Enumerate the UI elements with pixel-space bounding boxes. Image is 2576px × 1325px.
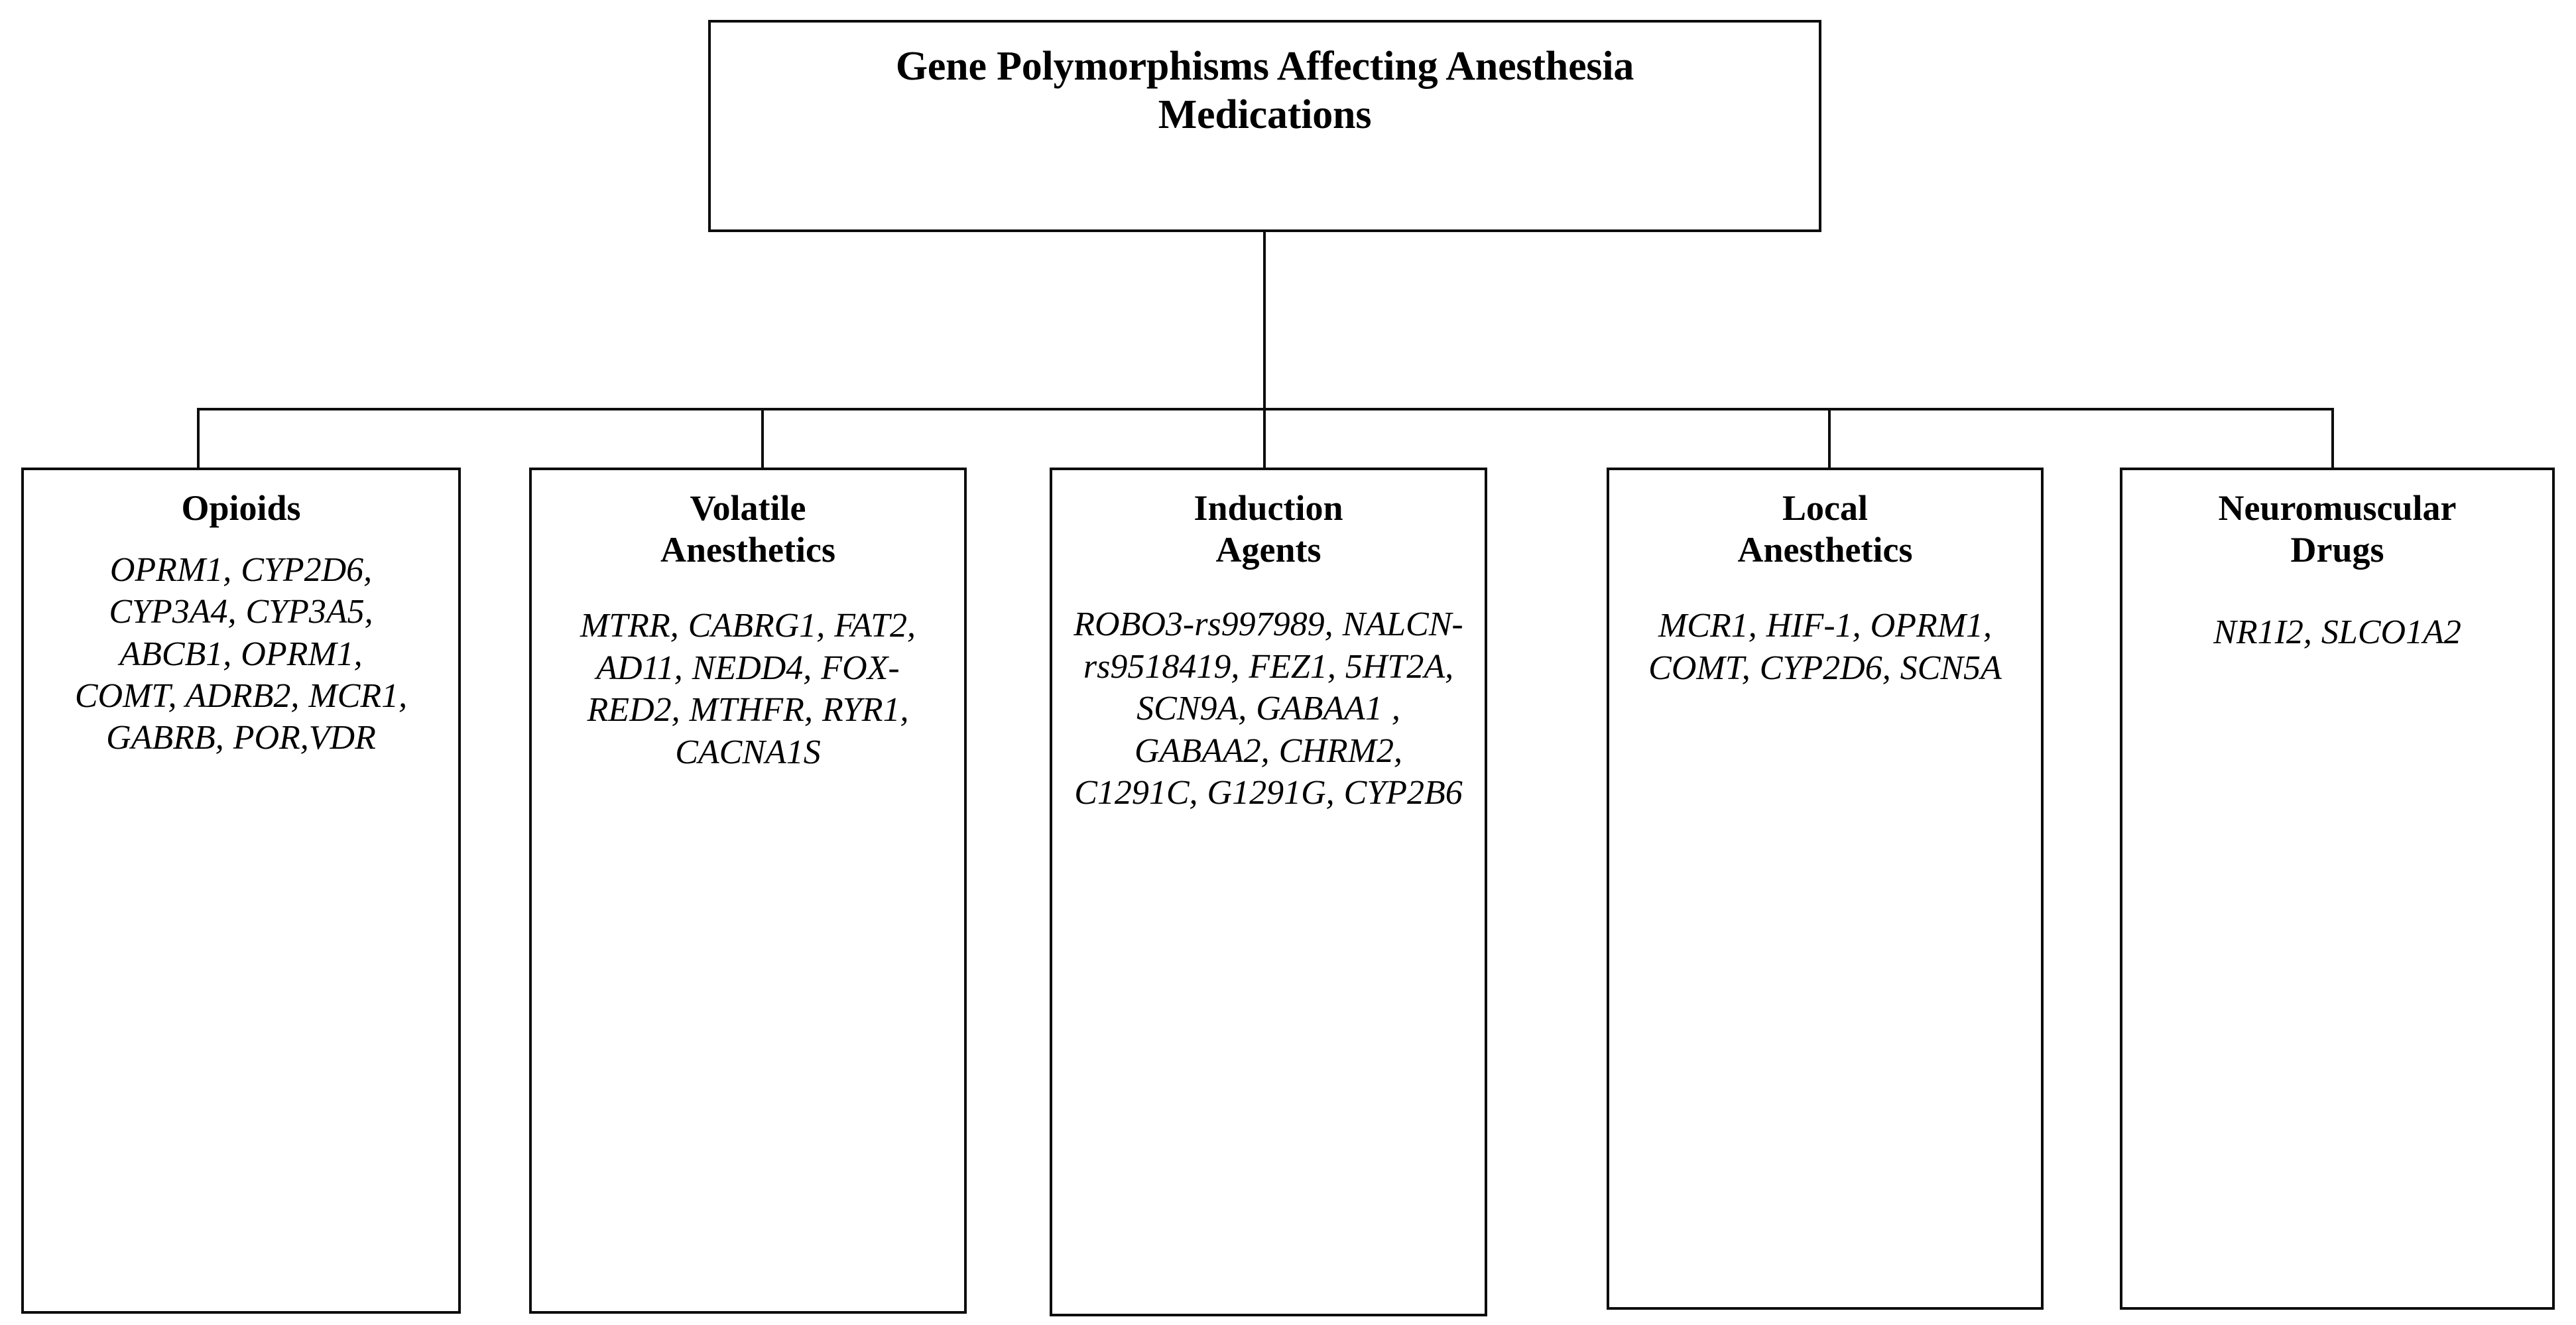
category-box-neuromuscular-drugs: Neuromuscular Drugs NR1I2, SLCO1A2 xyxy=(2120,468,2555,1310)
connector-drop-induction-agents xyxy=(1263,408,1266,469)
category-title-neuromuscular-drugs: Neuromuscular Drugs xyxy=(2218,488,2457,570)
category-title-local-anesthetics: Local Anesthetics xyxy=(1737,488,1913,570)
connector-drop-opioids xyxy=(197,408,200,469)
category-genes-local-anesthetics: MCR1, HIF-1, OPRM1, COMT, CYP2D6, SCN5A xyxy=(1648,607,2002,687)
root-node: Gene Polymorphisms Affecting Anesthesia … xyxy=(708,20,1821,232)
root-node-title: Gene Polymorphisms Affecting Anesthesia … xyxy=(895,44,1634,138)
connector-drop-neuromuscular-drugs xyxy=(2331,408,2334,469)
category-genes-opioids: OPRM1, CYP2D6, CYP3A4, CYP3A5, ABCB1, OP… xyxy=(74,550,408,757)
category-box-induction-agents: Induction Agents ROBO3-rs997989, NALCN-r… xyxy=(1050,468,1487,1316)
category-genes-induction-agents: ROBO3-rs997989, NALCN-rs9518419, FEZ1, 5… xyxy=(1073,605,1463,812)
category-genes-volatile-anesthetics: MTRR, CABRG1, FAT2, AD11, NEDD4, FOX-RED… xyxy=(580,607,916,771)
category-title-opioids: Opioids xyxy=(181,488,301,528)
category-genes-neuromuscular-drugs: NR1I2, SLCO1A2 xyxy=(2213,613,2461,652)
category-title-volatile-anesthetics: Volatile Anesthetics xyxy=(660,488,835,570)
connector-drop-local-anesthetics xyxy=(1828,408,1831,469)
category-box-local-anesthetics: Local Anesthetics MCR1, HIF-1, OPRM1, CO… xyxy=(1607,468,2044,1310)
category-title-induction-agents: Induction Agents xyxy=(1194,488,1343,570)
connector-drop-volatile-anesthetics xyxy=(761,408,764,469)
category-box-opioids: Opioids OPRM1, CYP2D6, CYP3A4, CYP3A5, A… xyxy=(21,468,461,1314)
category-box-volatile-anesthetics: Volatile Anesthetics MTRR, CABRG1, FAT2,… xyxy=(529,468,967,1314)
connector-trunk-vertical xyxy=(1263,232,1266,409)
